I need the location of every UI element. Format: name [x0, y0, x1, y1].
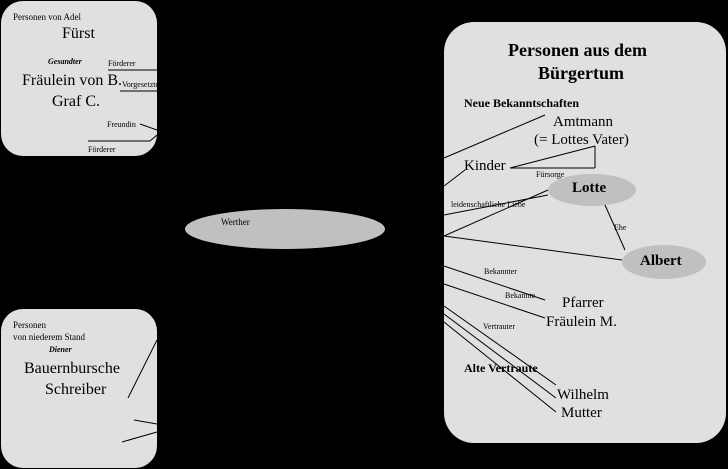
ellipse-albert [622, 245, 706, 279]
node-schreiber: Schreiber [45, 381, 107, 398]
edge-label-ehe: Ehe [614, 223, 627, 232]
niederer-header-line2: von niederem Stand [13, 332, 85, 342]
edge-label-bekannter: Bekannter [484, 267, 517, 276]
edge-label-freundin: Freundin [107, 120, 136, 129]
adel-header: Personen von Adel [13, 12, 81, 22]
node-fraeulein-von-b: Fräulein von B. [22, 72, 122, 89]
edge-label-vertrauter: Vertrauter [483, 322, 515, 331]
edge-label-foerderer-1: Förderer [108, 59, 136, 68]
node-graf-c: Graf C. [52, 93, 100, 110]
edge-label-fuersorge: Fürsorge [536, 170, 565, 179]
node-amtmann-note: (= Lottes Vater) [534, 132, 629, 148]
edges-niederer-stand [121, 339, 158, 443]
node-kinder: Kinder [464, 158, 506, 174]
node-albert: Albert [640, 253, 682, 269]
node-bauernbursche: Bauernbursche [24, 360, 120, 377]
ellipse-werther [185, 209, 385, 249]
node-fuerst: Fürst [62, 25, 95, 42]
node-pfarrer: Pfarrer [562, 295, 604, 311]
role-gesandter: Gesandter [48, 57, 82, 66]
edges-adel [88, 69, 158, 142]
box-adel [1, 1, 157, 156]
role-diener: Diener [49, 345, 72, 354]
label-alte-vertraute: Alte Vertraute [464, 361, 538, 375]
node-wilhelm: Wilhelm [557, 387, 609, 403]
ellipse-lotte [548, 174, 636, 206]
label-neue-bekanntschaften: Neue Bekanntschaften [464, 96, 580, 110]
buergertum-title-line2: Bürgertum [538, 63, 624, 83]
edges-buergertum [443, 114, 626, 413]
node-amtmann: Amtmann [553, 114, 613, 130]
niederer-header-line1: Personen [13, 320, 46, 330]
edge-label-leidenschaftliche-liebe: leidenschaftliche Liebe [451, 200, 526, 209]
edge-label-foerderer-2: Förderer [88, 145, 116, 154]
edge-label-vorgesetzter: Vorgesetzter [122, 80, 162, 89]
box-buergertum [444, 22, 726, 443]
edge-label-bekannte: Bekannte [505, 291, 536, 300]
node-werther: Werther [221, 217, 250, 227]
box-niederer-stand [1, 309, 157, 468]
buergertum-title-line1: Personen aus dem [508, 40, 647, 60]
node-lotte: Lotte [572, 180, 607, 196]
node-fraeulein-m: Fräulein M. [546, 314, 617, 330]
node-mutter: Mutter [561, 405, 602, 421]
